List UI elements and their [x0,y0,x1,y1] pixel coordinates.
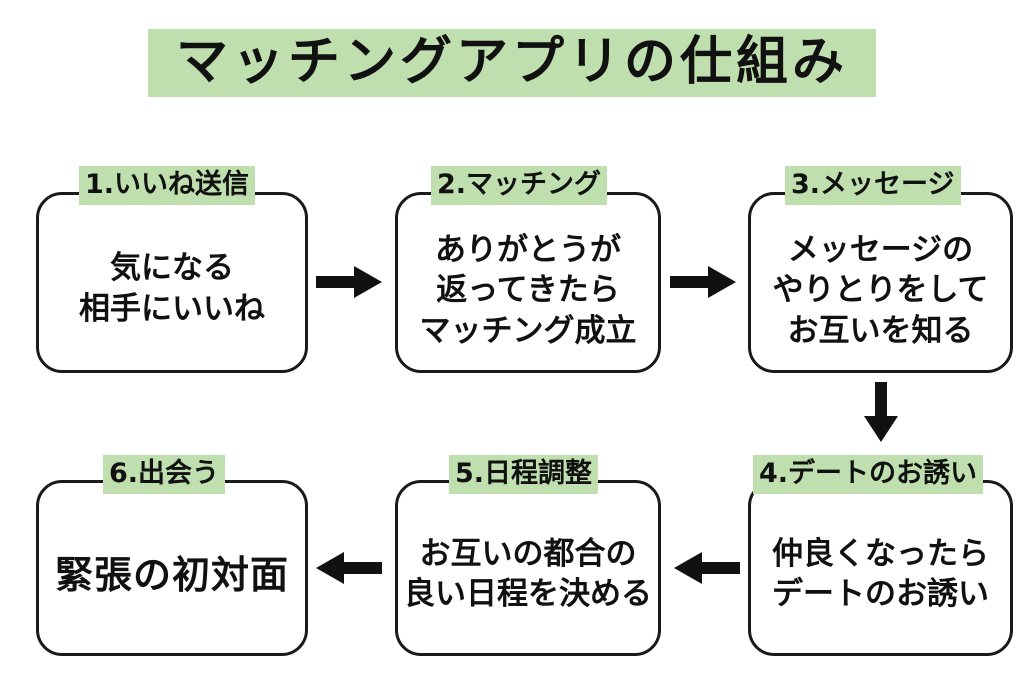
step-text-line: 良い日程を決める [404,576,652,612]
arrow-left-icon [316,552,382,584]
step-body-5: お互いの都合の 良い日程を決める [398,534,658,615]
step-label-6: 6.出会う [103,455,226,494]
arrow-down-icon [864,382,898,442]
step-text-line: デートのお誘い [772,576,989,612]
step-box-1: 気になる 相手にいいね [36,192,308,373]
step-label-1: 1.いいね送信 [79,166,256,205]
step-text-line: 仲良くなったら [772,535,989,572]
step-text-line: マッチング成立 [419,312,637,349]
page-title: マッチングアプリの仕組み [175,32,848,92]
step-body-2: ありがとうが 返ってきたら マッチング成立 [398,230,658,351]
step-body-4: 仲良くなったら デートのお誘い [751,534,1010,615]
page-title-banner: マッチングアプリの仕組み [148,29,876,97]
step-text-line: ありがとうが [435,232,621,269]
step-body-3: メッセージの やりとりをして お互いを知る [751,230,1010,351]
step-text-line: やりとりをして [772,272,989,309]
step-box-5: お互いの都合の 良い日程を決める [395,480,661,656]
step-text-line: お互いの都合の [419,535,637,572]
step-box-6: 緊張の初対面 [36,480,308,656]
step-text-line: 相手にいいね [79,290,265,327]
arrow-right-icon [316,266,382,298]
step-body-1: 気になる 相手にいいね [39,248,305,329]
arrow-right-icon [670,266,736,298]
step-label-3: 3.メッセージ [785,166,961,205]
step-text-line: 返ってきたら [436,272,620,309]
step-label-2: 2.マッチング [431,166,608,205]
step-text-line: 緊張の初対面 [54,553,289,598]
step-body-6: 緊張の初対面 [39,551,305,600]
arrow-left-icon [674,552,740,584]
step-box-2: ありがとうが 返ってきたら マッチング成立 [395,192,661,373]
step-text-line: お互いを知る [787,312,974,349]
step-box-3: メッセージの やりとりをして お互いを知る [748,192,1013,373]
step-label-5: 5.日程調整 [449,455,599,494]
step-text-line: メッセージの [787,232,974,269]
step-box-4: 仲良くなったら デートのお誘い [748,480,1013,656]
step-label-4: 4.デートのお誘い [753,455,984,494]
step-text-line: 気になる [110,250,234,287]
